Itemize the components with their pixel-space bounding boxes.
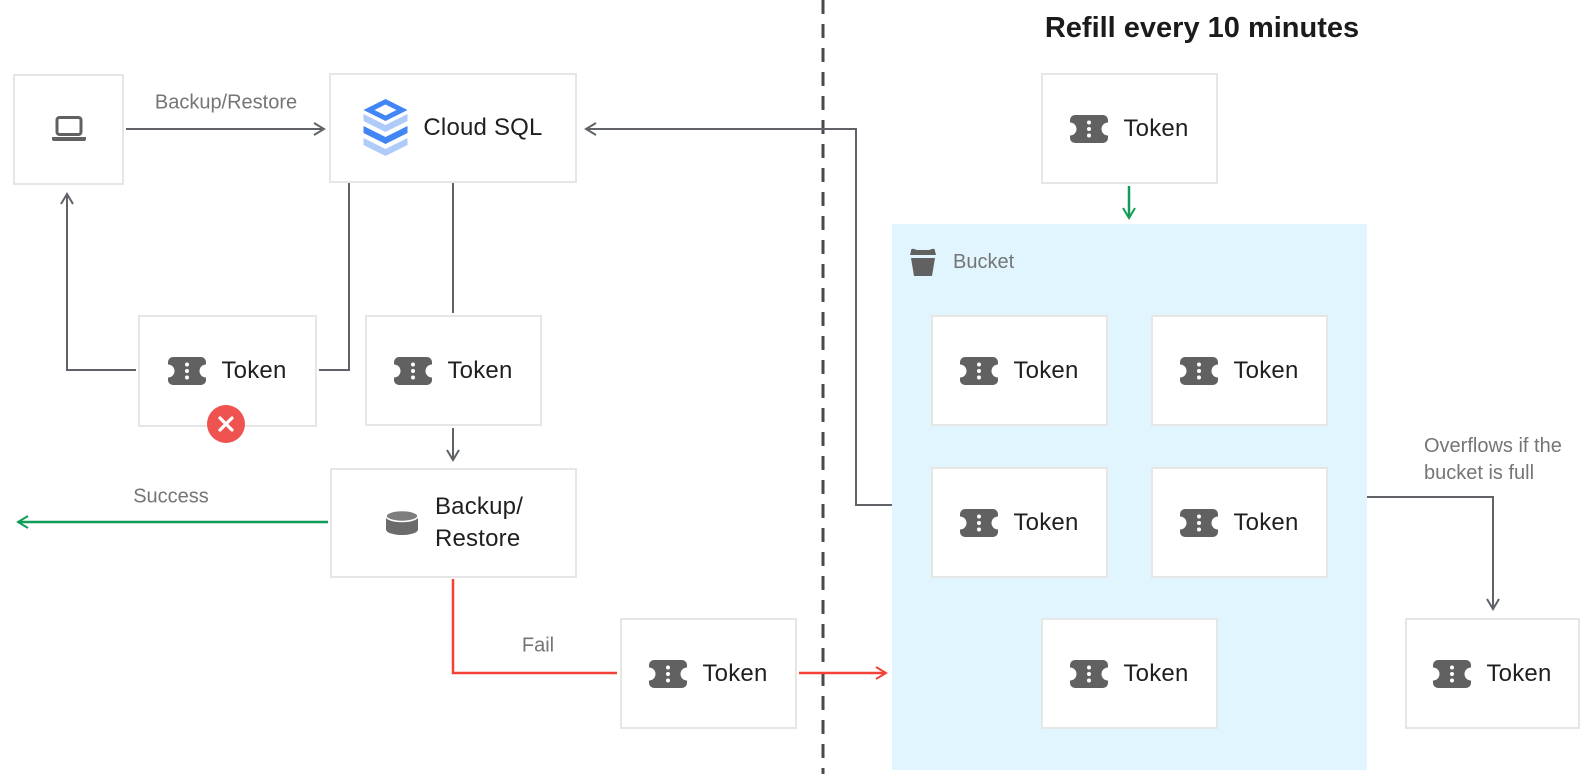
token-label: Token bbox=[447, 356, 513, 384]
token-label: Token bbox=[1013, 356, 1079, 384]
bucket-token-1: Token bbox=[931, 315, 1108, 426]
token-icon bbox=[1180, 356, 1219, 385]
arrow-overflow-to-token bbox=[1367, 496, 1500, 611]
token-pending-node: Token bbox=[365, 315, 542, 426]
cloud-sql-icon bbox=[363, 99, 408, 156]
success-label: Success bbox=[133, 485, 209, 508]
token-icon bbox=[1433, 659, 1472, 688]
bucket-icon bbox=[910, 248, 936, 276]
bucket-token-2: Token bbox=[1151, 315, 1328, 426]
token-label: Token bbox=[1123, 659, 1189, 687]
refill-title: Refill every 10 minutes bbox=[1044, 12, 1360, 44]
x-icon bbox=[218, 416, 234, 432]
token-icon bbox=[1070, 114, 1109, 143]
token-label: Token bbox=[702, 659, 768, 687]
cloudsql-node: Cloud SQL bbox=[329, 73, 577, 183]
arrow-rejected-token-to-client bbox=[60, 192, 136, 371]
backup-restore-label: Backup/Restore bbox=[434, 493, 524, 552]
token-label: Token bbox=[221, 357, 287, 384]
token-label: Token bbox=[1123, 114, 1189, 142]
token-icon bbox=[960, 508, 999, 537]
token-icon bbox=[960, 356, 999, 385]
arrow-bucket-to-cloudsql bbox=[584, 122, 892, 506]
bucket-token-5: Token bbox=[1041, 618, 1218, 729]
token-overflow-node: Token bbox=[1405, 618, 1580, 729]
fail-label: Fail bbox=[521, 634, 555, 657]
line-fail-to-token bbox=[451, 579, 617, 675]
token-icon bbox=[1180, 508, 1219, 537]
token-label: Token bbox=[1233, 508, 1299, 536]
token-icon bbox=[394, 356, 433, 385]
line-cloudsql-to-rejected-token bbox=[319, 183, 350, 371]
cloudsql-label: Cloud SQL bbox=[423, 114, 543, 141]
token-label: Token bbox=[1486, 659, 1552, 687]
token-icon bbox=[168, 357, 207, 385]
error-badge bbox=[207, 405, 245, 443]
overflow-note: Overflows if the bucket is full bbox=[1424, 435, 1562, 484]
backup-restore-arrow-label: Backup/Restore bbox=[154, 91, 298, 114]
token-label: Token bbox=[1233, 356, 1299, 384]
bucket-label: Bucket bbox=[953, 250, 1015, 273]
backup-restore-node: Backup/Restore bbox=[330, 468, 577, 578]
token-icon bbox=[1070, 659, 1109, 688]
token-icon bbox=[649, 659, 688, 688]
token-fail-node: Token bbox=[620, 618, 797, 729]
bucket-header: Bucket bbox=[906, 246, 1014, 278]
token-refill-node: Token bbox=[1041, 73, 1218, 184]
database-icon bbox=[385, 509, 419, 535]
token-label: Token bbox=[1013, 508, 1079, 536]
client-node bbox=[13, 74, 124, 185]
laptop-icon bbox=[51, 115, 86, 141]
bucket-token-3: Token bbox=[931, 467, 1108, 578]
bucket-token-4: Token bbox=[1151, 467, 1328, 578]
